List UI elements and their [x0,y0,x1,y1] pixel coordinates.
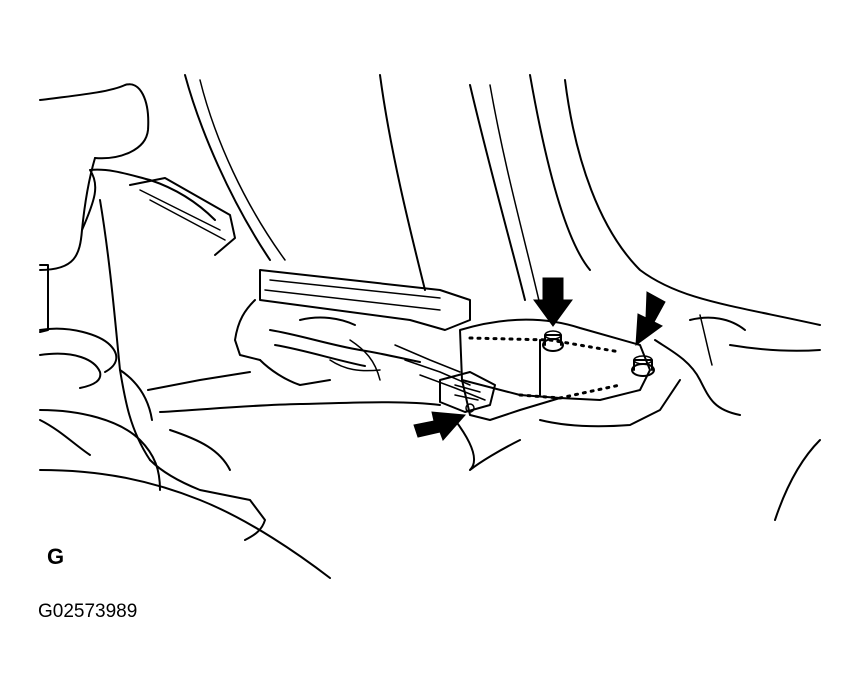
seat-outline [39,83,331,579]
seat-side-panel [81,168,441,541]
arrow-rear-bolt [635,291,666,347]
arrow-upper-bolt [533,277,573,327]
control-module-bracket [234,269,471,386]
bolt-rear [631,355,655,377]
wiring-harness [269,316,486,401]
floor-carpet [454,314,821,521]
panel-letter: G [47,544,65,569]
figure-code: G02573989 [38,601,138,622]
arrow-connector [413,411,467,441]
bolt-upper [542,330,564,352]
pillar-trim [184,74,821,326]
